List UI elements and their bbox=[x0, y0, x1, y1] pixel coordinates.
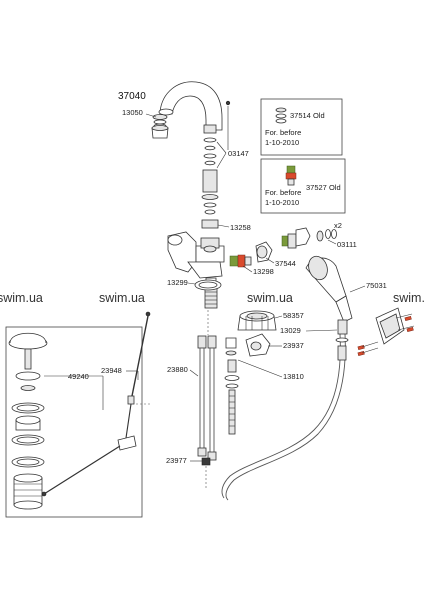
valve-parts-row bbox=[255, 227, 337, 263]
pop-up-drain-box bbox=[5, 326, 143, 518]
old-part-1-note-line2: 1-10-2010 bbox=[265, 138, 299, 147]
old-part-2-note-line1: For. before bbox=[265, 188, 301, 197]
label-49240: 49240 bbox=[68, 372, 89, 381]
old-part-2-note-line2: 1-10-2010 bbox=[265, 198, 299, 207]
watermark-row: swim.ua swim.ua swim.ua swim.ua bbox=[0, 291, 424, 305]
threaded-rod bbox=[224, 359, 240, 435]
label-23937: 23937 bbox=[283, 341, 304, 350]
supply-hoses bbox=[197, 335, 217, 466]
pull-rod bbox=[41, 311, 151, 497]
spout bbox=[158, 81, 223, 131]
shower-hose bbox=[221, 319, 349, 501]
watermark-3: swim.ua bbox=[247, 291, 293, 305]
part-58357-nut bbox=[237, 310, 277, 331]
label-37544: 37544 bbox=[275, 259, 296, 268]
label-13258: 13258 bbox=[230, 223, 251, 232]
old-part-1-number: 37514 Old bbox=[290, 111, 325, 120]
part-13258-nut bbox=[201, 219, 219, 229]
label-58357: 58357 bbox=[283, 311, 304, 320]
old-part-2-number: 37527 Old bbox=[306, 183, 341, 192]
label-23880: 23880 bbox=[167, 365, 188, 374]
label-23948: 23948 bbox=[101, 366, 122, 375]
drain-parts bbox=[8, 332, 48, 510]
label-13050: 13050 bbox=[122, 108, 143, 117]
old-part-box-2: 37527 Old For. before 1-10-2010 bbox=[260, 158, 346, 214]
label-13298: 13298 bbox=[253, 267, 274, 276]
aerator-parts bbox=[151, 114, 169, 139]
wall-bracket bbox=[357, 307, 415, 357]
label-13029: 13029 bbox=[280, 326, 301, 335]
label-13299: 13299 bbox=[167, 278, 188, 287]
label-03111: 03111 bbox=[337, 240, 357, 249]
part-13299-ring bbox=[194, 279, 222, 291]
model-number: 37040 bbox=[118, 91, 146, 102]
small-screw-icon bbox=[225, 100, 231, 106]
label-75031: 75031 bbox=[366, 281, 387, 290]
spout-ring-stack bbox=[201, 124, 219, 215]
old-part-box-1: 37514 Old For. before 1-10-2010 bbox=[260, 98, 343, 156]
watermark-4: swim.ua bbox=[393, 291, 424, 305]
label-13810: 13810 bbox=[283, 372, 304, 381]
label-23977: 23977 bbox=[166, 456, 187, 465]
cartridge-13298 bbox=[229, 254, 252, 268]
label-03147: 03147 bbox=[228, 149, 249, 158]
label-x2: x2 bbox=[334, 221, 342, 230]
old-part-1-note-line1: For. before bbox=[265, 128, 301, 137]
hand-shower bbox=[305, 255, 353, 323]
mixer-body bbox=[167, 231, 225, 309]
watermark-2: swim.ua bbox=[99, 291, 145, 305]
watermark-1: swim.ua bbox=[0, 291, 43, 305]
part-23937-clip bbox=[225, 333, 271, 357]
